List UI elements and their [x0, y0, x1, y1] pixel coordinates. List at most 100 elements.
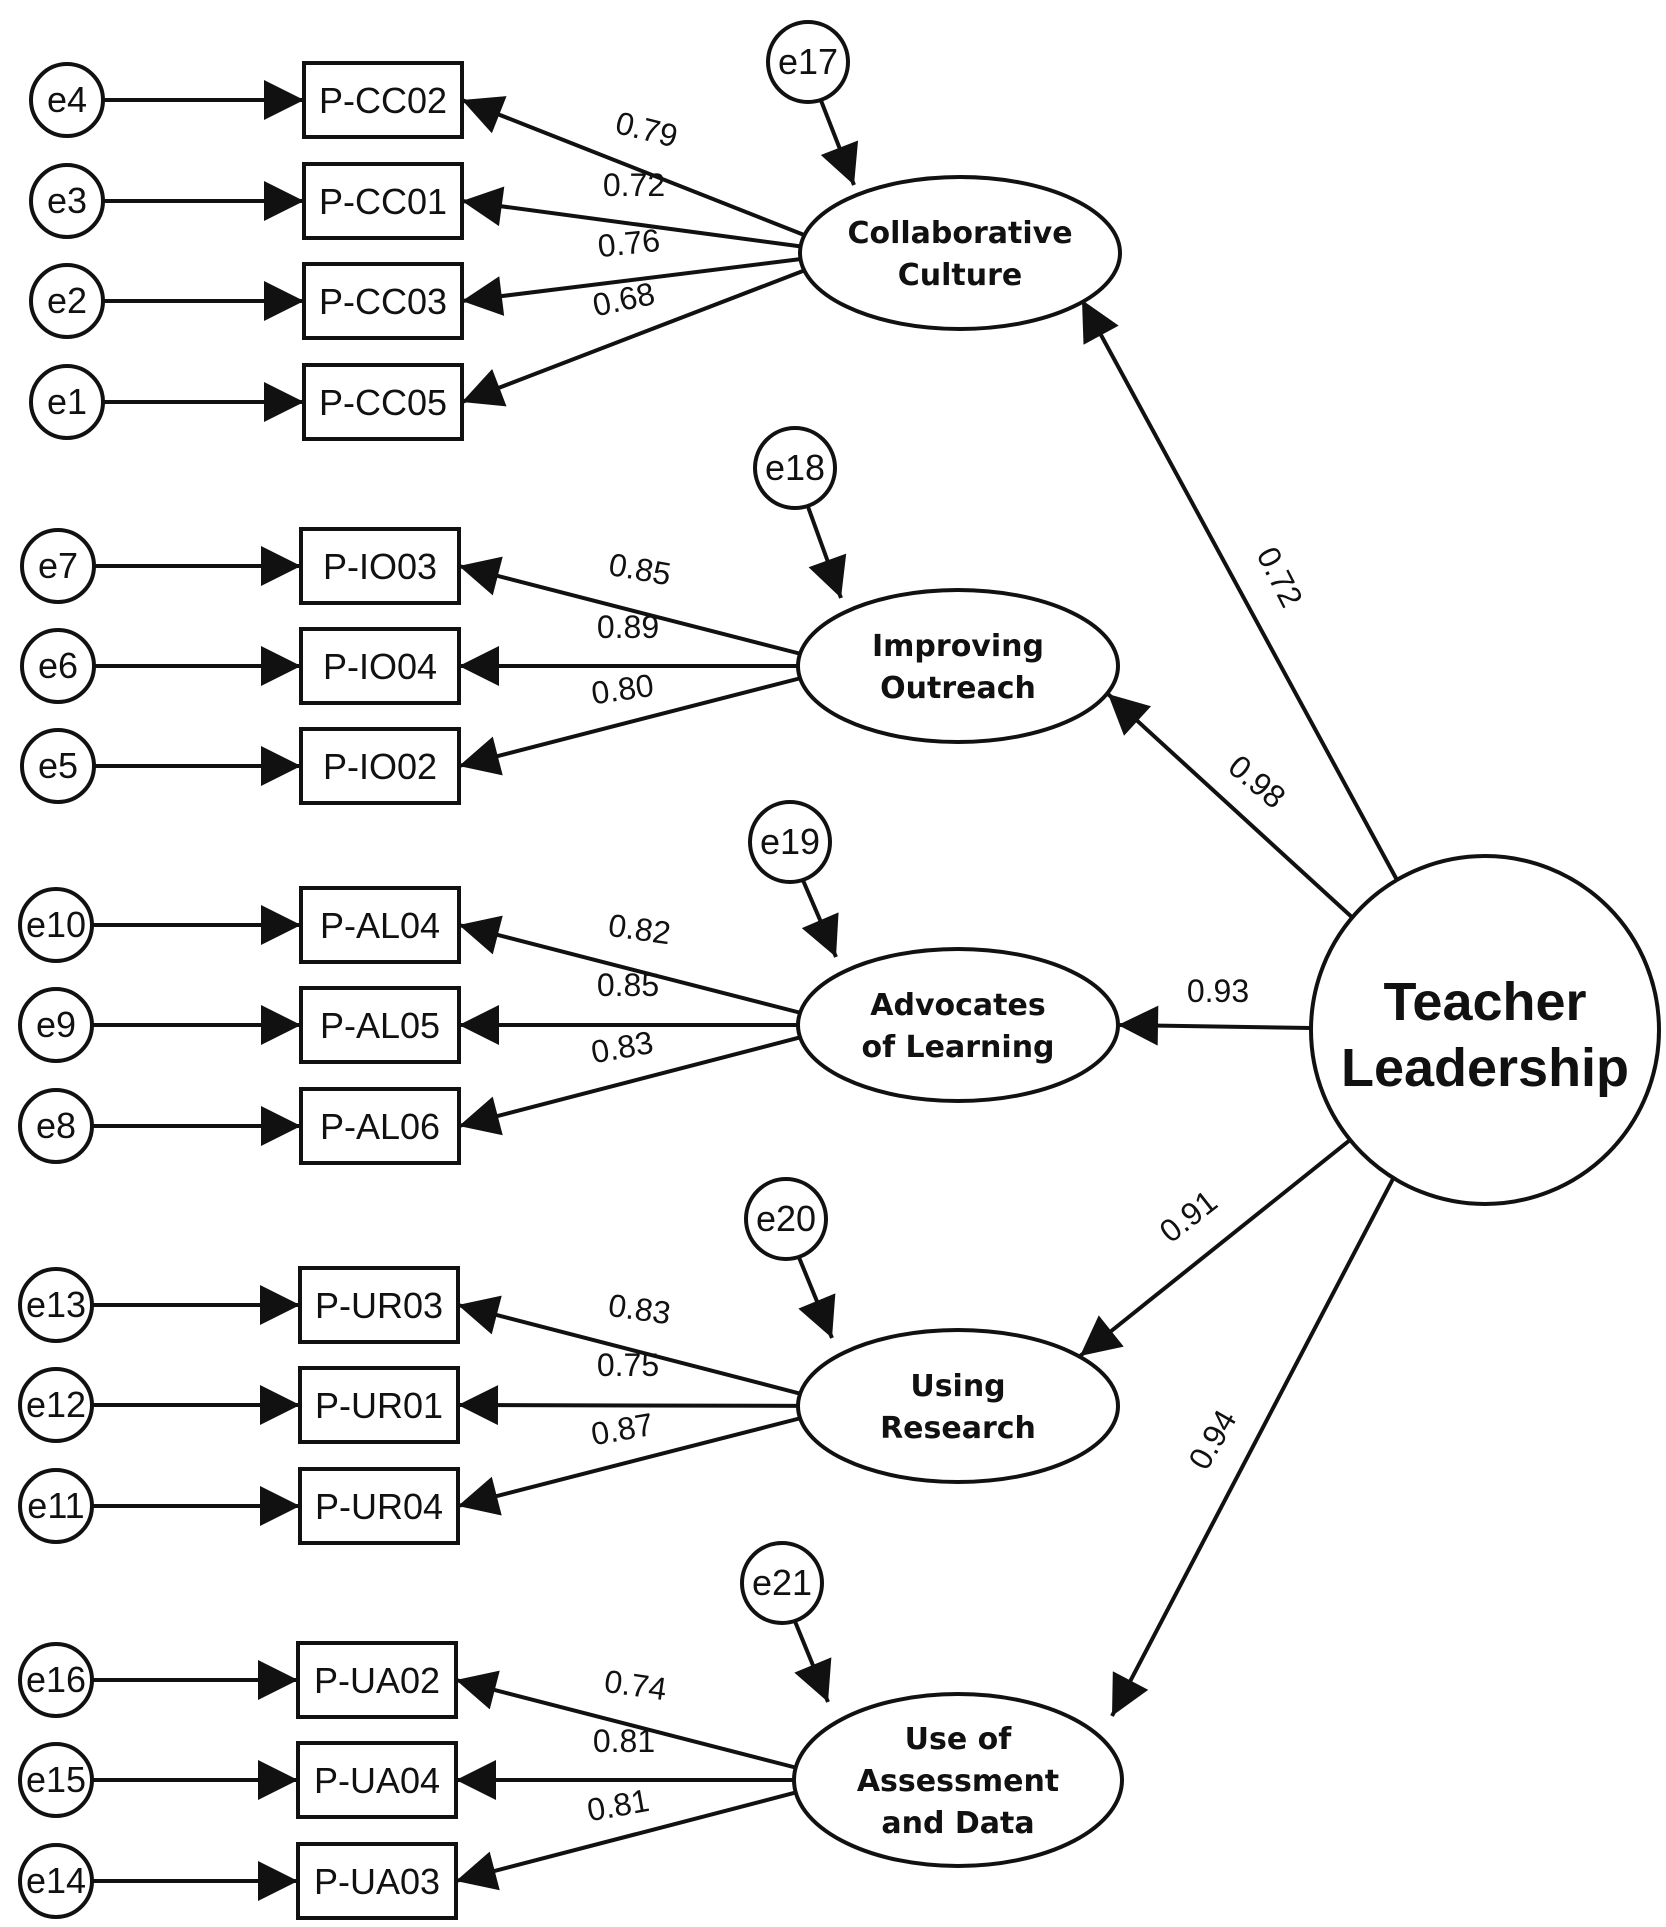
indicator-error-label: e11 — [27, 1485, 84, 1526]
indicator-error-label: e16 — [26, 1659, 86, 1700]
indicator-error-node: e11 — [18, 1468, 94, 1544]
latent-factor-ellipse — [796, 1328, 1120, 1484]
factor-error-node: e18 — [753, 426, 837, 510]
indicator-box — [299, 886, 461, 964]
indicator-error-circle — [29, 263, 105, 339]
indicator-error-node: e5 — [20, 728, 96, 804]
indicator-error-circle — [18, 1267, 94, 1343]
indicator-error-circle — [18, 1742, 94, 1818]
indicator-p-al04: P-AL04 — [299, 886, 461, 964]
structural-loading-label: 0.94 — [1181, 1404, 1243, 1476]
indicator-error-circle — [20, 528, 96, 604]
factor-error-arrow — [796, 1254, 836, 1339]
indicator-p-ua03: P-UA03 — [296, 1842, 458, 1920]
indicator-error-circle — [18, 1367, 94, 1443]
structural-path-arrow — [1117, 1005, 1312, 1046]
indicator-box — [296, 1641, 458, 1719]
indicator-loading-label: 0.87 — [588, 1406, 656, 1452]
indicator-error-label: e14 — [26, 1860, 86, 1901]
indicator-loading-label: 0.85 — [597, 967, 659, 1003]
factor-to-indicator-arrow — [461, 186, 804, 249]
indicator-error-node: e10 — [18, 887, 94, 963]
latent-factor-ellipse — [796, 588, 1120, 744]
indicator-p-al06: P-AL06 — [299, 1087, 461, 1165]
indicator-box — [302, 61, 464, 139]
indicator-error-circle — [18, 1642, 94, 1718]
indicator-label: P-UA02 — [314, 1660, 440, 1701]
higher-order-factor-label: Leadership — [1341, 1038, 1629, 1098]
structural-path-arrow — [1110, 1174, 1397, 1717]
factor-to-indicator-arrow — [455, 1670, 798, 1770]
indicator-p-io04: P-IO04 — [299, 627, 461, 705]
indicator-p-cc02: P-CC02 — [302, 61, 464, 139]
latent-factor-label: Research — [880, 1411, 1036, 1446]
indicator-error-circle — [29, 62, 105, 138]
indicator-box — [299, 527, 461, 605]
latent-factor-label: Use of — [905, 1722, 1013, 1757]
indicator-error-label: e7 — [38, 545, 78, 586]
indicator-loading-label: 0.83 — [606, 1287, 673, 1331]
indicator-loading-label: 0.72 — [603, 167, 665, 203]
indicator-error-node: e15 — [18, 1742, 94, 1818]
indicator-label: P-IO03 — [323, 546, 437, 587]
factor-to-indicator-arrow — [458, 676, 802, 776]
indicator-error-circle — [18, 887, 94, 963]
indicator-error-node: e6 — [20, 628, 96, 704]
latent-factor-label: Culture — [898, 258, 1023, 293]
indicator-error-node: e2 — [29, 263, 105, 339]
factor-to-indicator-arrow — [458, 556, 802, 656]
indicator-p-ua04: P-UA04 — [296, 1741, 458, 1819]
indicator-error-node: e3 — [29, 163, 105, 239]
indicator-label: P-UA03 — [314, 1861, 440, 1902]
indicator-error-circle — [18, 987, 94, 1063]
factor-error-circle — [753, 426, 837, 510]
indicator-error-label: e1 — [47, 381, 87, 422]
factor-error-label: e19 — [760, 821, 820, 862]
indicator-p-ur03: P-UR03 — [298, 1266, 460, 1344]
indicator-box — [296, 1842, 458, 1920]
latent-factor-label: Using — [910, 1369, 1005, 1404]
indicator-p-cc05: P-CC05 — [302, 363, 464, 441]
structural-path-arrow — [1078, 1138, 1352, 1358]
structural-path-arrow — [1080, 299, 1399, 881]
latent-factor-ellipse — [792, 1692, 1124, 1868]
paths-layer — [92, 80, 1399, 1901]
indicator-label: P-AL05 — [320, 1005, 440, 1046]
indicator-box — [302, 262, 464, 340]
indicator-label: P-IO02 — [323, 746, 437, 787]
structural-path-arrow — [1106, 692, 1357, 922]
indicator-p-cc01: P-CC01 — [302, 162, 464, 240]
factor-to-indicator-arrow — [455, 1790, 798, 1891]
indicator-error-label: e9 — [36, 1004, 76, 1045]
indicator-loading-label: 0.75 — [597, 1347, 659, 1383]
indicator-loading-label: 0.76 — [596, 222, 662, 264]
indicator-label: P-AL06 — [320, 1106, 440, 1147]
factor-to-indicator-arrow — [461, 269, 804, 407]
indicator-box — [299, 1087, 461, 1165]
factor-error-arrow — [800, 877, 839, 958]
structural-loading-label: 0.93 — [1187, 973, 1249, 1009]
indicator-error-circle — [18, 1843, 94, 1919]
indicator-label: P-UR01 — [315, 1385, 443, 1426]
indicator-p-cc03: P-CC03 — [302, 262, 464, 340]
indicator-error-label: e3 — [47, 180, 87, 221]
indicator-error-node: e8 — [18, 1088, 94, 1164]
structural-loading-label: 0.72 — [1250, 541, 1310, 613]
indicator-label: P-CC01 — [319, 181, 447, 222]
indicator-error-label: e13 — [26, 1284, 86, 1325]
structural-loading-label: 0.91 — [1153, 1183, 1224, 1250]
indicator-error-label: e6 — [38, 645, 78, 686]
factor-to-indicator-arrow — [461, 96, 804, 237]
latent-factor-label: Assessment — [857, 1764, 1059, 1799]
indicator-loading-label: 0.89 — [597, 609, 659, 645]
indicator-error-label: e5 — [38, 745, 78, 786]
factor-error-node: e17 — [766, 20, 850, 104]
indicator-error-circle — [18, 1088, 94, 1164]
factor-error-circle — [766, 20, 850, 104]
factor-error-arrow — [805, 503, 847, 599]
